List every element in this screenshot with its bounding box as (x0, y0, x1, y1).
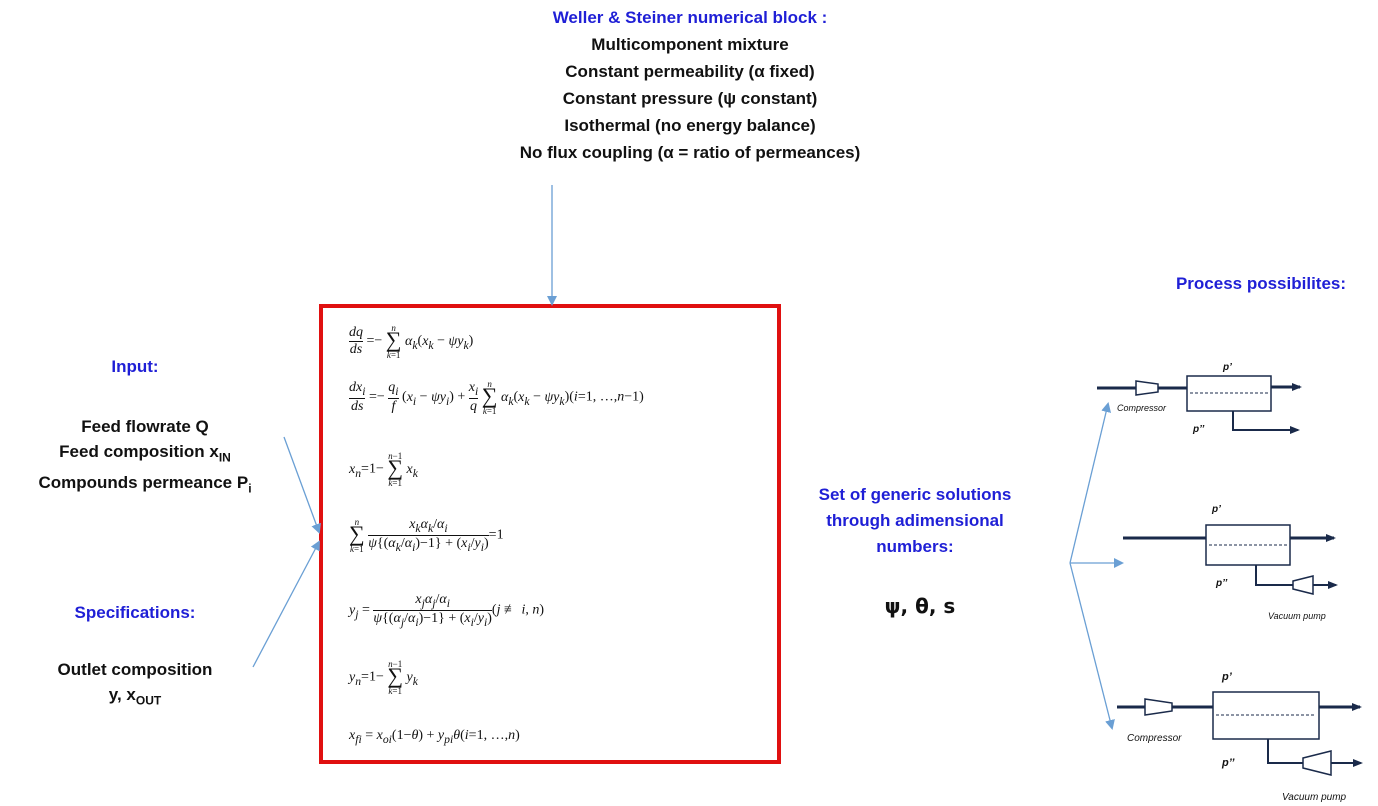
header-line-3: Constant pressure (ψ constant) (562, 89, 818, 108)
specs-line-1: Outlet composition (57, 660, 213, 679)
process-diagram-2 (1123, 524, 1338, 595)
equation-3: xn=1− n−1∑k=1 xk (349, 451, 418, 488)
solutions-symbols: ψ, θ, s (884, 594, 956, 618)
vacuum-pump-label-3: Vacuum pump (1282, 792, 1347, 803)
specs-line-2: y, xOUT (108, 685, 162, 708)
solutions-block: Set of generic solutions through adimens… (770, 482, 1060, 560)
header-line-1: Multicomponent mixture (591, 35, 789, 54)
equation-6: yn=1− n−1∑k=1 yk (349, 659, 418, 696)
header-line-2: Constant permeability (α fixed) (565, 62, 815, 81)
p-prime-1: p’ (1222, 362, 1232, 373)
input-line-3: Compounds permeance Pi (38, 473, 252, 496)
process-diagram-1 (1097, 375, 1302, 434)
header-block: Weller & Steiner numerical block : Multi… (300, 4, 1080, 166)
process-arrow-3 (1069, 562, 1115, 730)
solutions-line-3: numbers: (876, 537, 954, 556)
specs-block: Outlet composition y, xOUT (20, 657, 250, 713)
solutions-line-1: Set of generic solutions (818, 485, 1012, 504)
input-arrow (283, 436, 321, 534)
compressor-label-1: Compressor (1117, 403, 1167, 413)
process-title: Process possibilites: (1175, 274, 1347, 293)
vacuum-pump-label-2: Vacuum pump (1268, 611, 1326, 621)
header-title: Weller & Steiner numerical block : (552, 8, 828, 27)
p-double-2: p’’ (1215, 578, 1228, 589)
p-double-1: p’’ (1192, 424, 1205, 435)
specs-arrow (252, 540, 320, 668)
process-arrow-1 (1069, 402, 1112, 564)
input-line-1: Feed flowrate Q (81, 417, 209, 436)
equation-7: xfi = xoi(1−θ) + ypiθ(i=1, …,n) (349, 728, 520, 746)
input-title: Input: (111, 357, 159, 376)
input-line-2: Feed composition xIN (59, 442, 231, 465)
solutions-line-2: through adimensional (826, 511, 1004, 530)
p-prime-3: p’ (1221, 671, 1233, 683)
compressor-label-3: Compressor (1127, 733, 1182, 744)
header-line-4: Isothermal (no energy balance) (564, 116, 816, 135)
p-prime-2: p’ (1211, 504, 1221, 515)
header-line-5: No flux coupling (α = ratio of permeance… (519, 143, 861, 162)
process-diagram-3 (1117, 691, 1363, 776)
specs-title: Specifications: (74, 603, 196, 622)
p-double-3: p’’ (1221, 757, 1235, 769)
input-block: Feed flowrate Q Feed composition xIN Com… (0, 414, 290, 502)
